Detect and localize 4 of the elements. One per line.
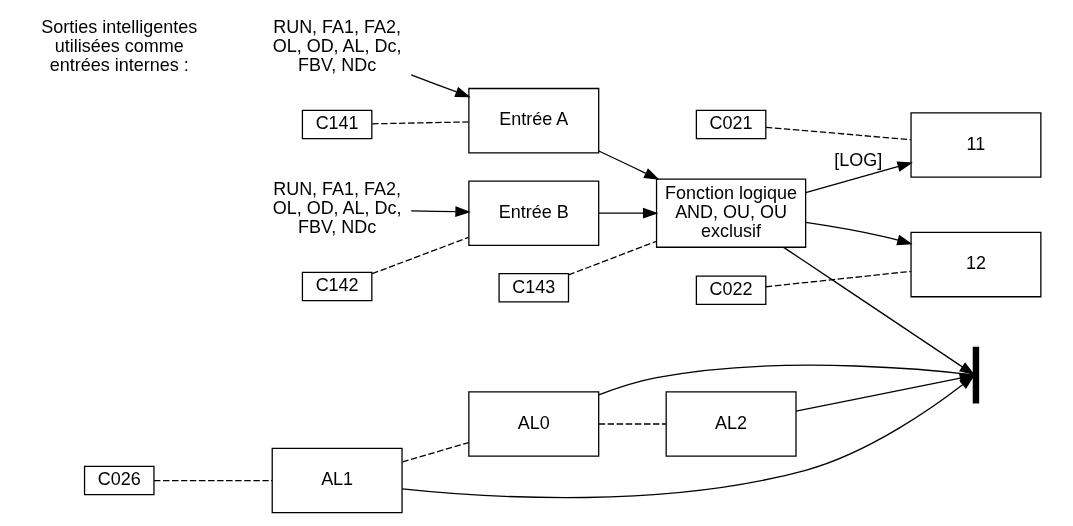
node-text: RUN, FA1, FA2, OL, OD, AL, Dc, FBV, NDc (272, 16, 402, 76)
edge-label: [LOG] (833, 149, 882, 170)
node-text: RUN, FA1, FA2, OL, OD, AL, Dc, FBV, NDc (272, 178, 402, 238)
label: Sorties intelligentes utilisées comme entrées internes : (40, 16, 197, 76)
